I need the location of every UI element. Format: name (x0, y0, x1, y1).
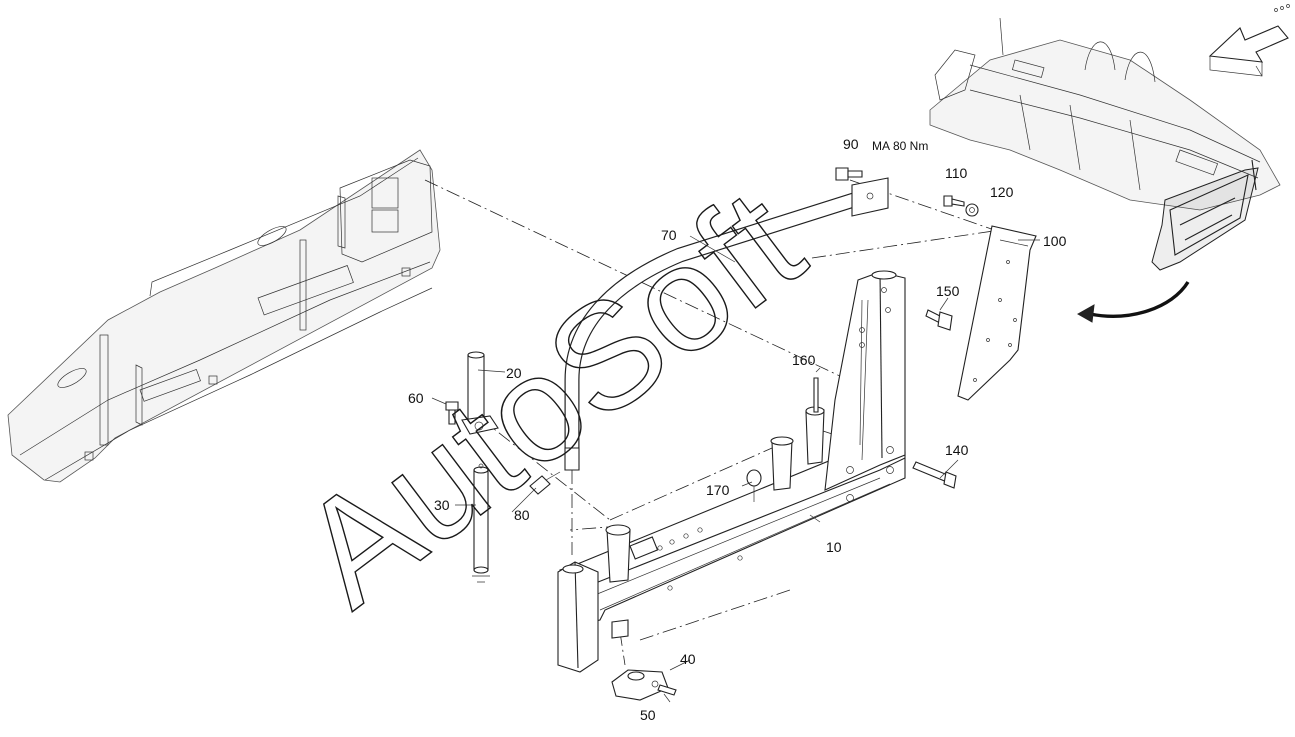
bolt-part-140 (912, 461, 957, 489)
callout-160: 160 (792, 352, 816, 368)
alignment-lines (424, 179, 1001, 666)
pin-part-30 (472, 463, 490, 583)
washer-part-120 (965, 203, 979, 217)
callout-120: 120 (990, 184, 1014, 200)
rotation-arrow-icon (1076, 281, 1190, 323)
callout-labels: 10 20 30 40 50 60 70 80 90 100 110 120 1… (408, 136, 1067, 723)
callout-170: 170 (706, 482, 730, 498)
pin-part-160 (813, 377, 819, 413)
callout-50: 50 (640, 707, 656, 723)
cover-plate-part-100 (957, 225, 1037, 401)
callout-10: 10 (826, 539, 842, 555)
eye-bolt-part-170 (746, 469, 762, 502)
bolt-holes (657, 287, 894, 591)
callout-150: 150 (936, 283, 960, 299)
callout-140: 140 (945, 442, 969, 458)
pin-part-20 (461, 351, 499, 435)
bolt-part-60 (445, 401, 459, 425)
paver-overview-inset (929, 17, 1281, 271)
callout-40: 40 (680, 651, 696, 667)
guide-tube-part-70 (564, 177, 889, 471)
callout-90: 90 (843, 136, 859, 152)
knob-part-150 (925, 309, 953, 331)
callout-100: 100 (1043, 233, 1067, 249)
bolt-part-110 (943, 195, 965, 207)
bolt-part-80 (529, 471, 561, 495)
callout-30: 30 (434, 497, 450, 513)
callout-60: 60 (408, 390, 424, 406)
main-frame-part-10 (557, 270, 906, 673)
callout-20: 20 (506, 365, 522, 381)
view-direction-arrow-icon (1208, 4, 1290, 77)
screed-side-plate-background (7, 149, 441, 483)
callout-80: 80 (514, 507, 530, 523)
callout-70: 70 (661, 227, 677, 243)
callout-110: 110 (945, 165, 968, 181)
torque-ma-label: MA (872, 139, 890, 153)
pin-part-50 (657, 684, 677, 696)
torque-value-label: 80 Nm (893, 139, 928, 153)
leader-lines (431, 235, 1040, 703)
bolt-part-90 (835, 167, 863, 181)
